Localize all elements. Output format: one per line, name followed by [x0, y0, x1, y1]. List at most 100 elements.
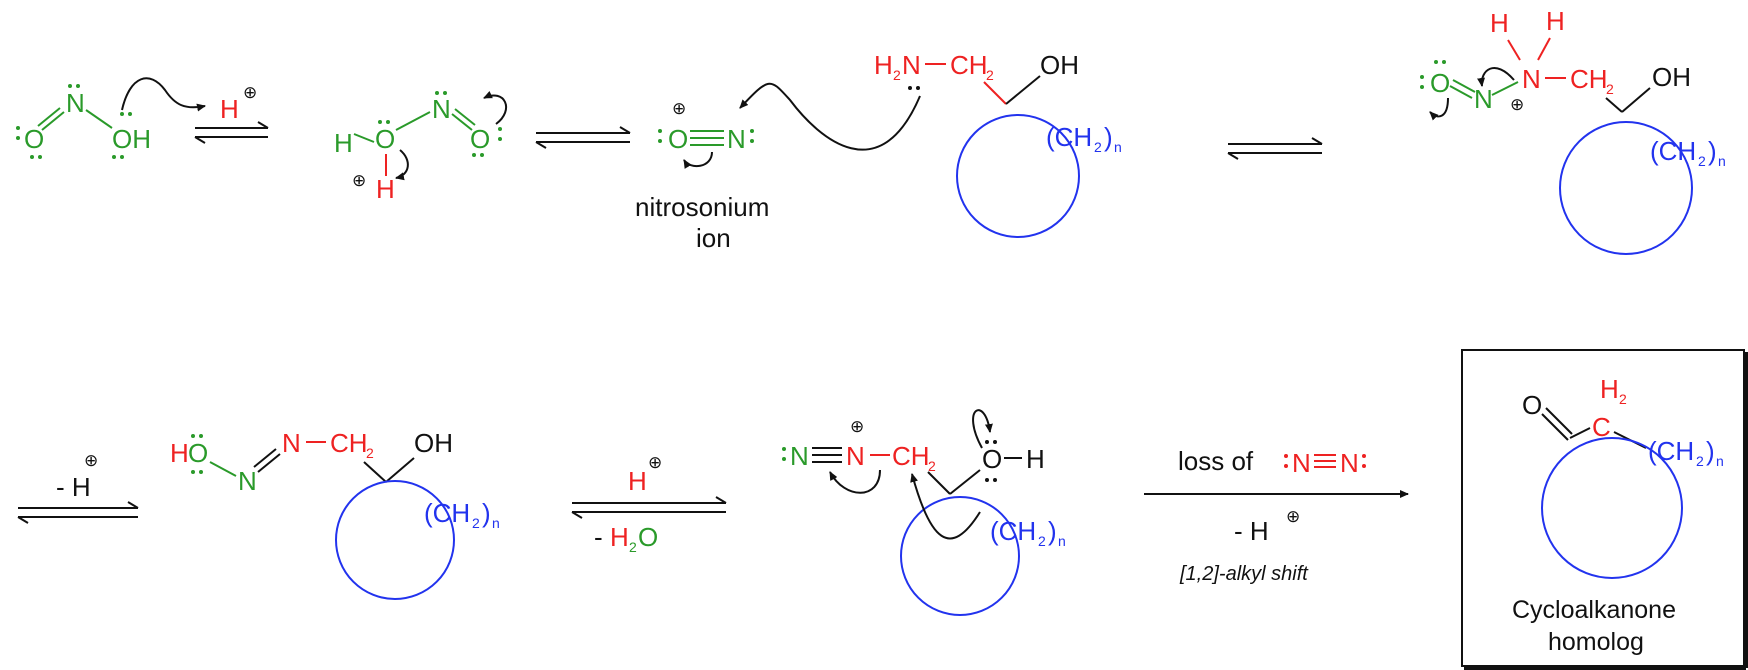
svg-text:2: 2	[629, 539, 637, 555]
svg-text:N: N	[1474, 84, 1493, 114]
svg-text:): )	[1708, 136, 1717, 166]
svg-text:2: 2	[1696, 453, 1704, 469]
svg-text:CH: CH	[1570, 64, 1608, 94]
svg-text:N: N	[238, 466, 257, 496]
svg-text:H: H	[1546, 6, 1565, 36]
diazohydroxide: H O N N CH 2 OH (CH 2 ) n	[170, 428, 500, 600]
svg-text:⊕: ⊕	[1510, 95, 1524, 114]
svg-text:⊕: ⊕	[352, 171, 366, 190]
svg-text:O: O	[1430, 68, 1450, 98]
final-step: loss of N N - H ⊕ [1,2]-alkyl shift	[1144, 446, 1409, 585]
nitrosammonium-intermediate: H H N ⊕ O N CH 2 OH (CH 2 ) n	[1420, 6, 1726, 255]
svg-text:O: O	[188, 438, 208, 468]
svg-text:H: H	[170, 438, 189, 468]
svg-text:⊕: ⊕	[850, 417, 864, 436]
svg-text:N: N	[282, 428, 301, 458]
svg-text:H: H	[628, 466, 647, 496]
svg-text:(CH: (CH	[990, 516, 1036, 546]
svg-text:N: N	[790, 441, 809, 471]
svg-text:OH: OH	[414, 428, 453, 458]
product-label-line1: Cycloalkanone	[1512, 596, 1676, 624]
svg-text:N: N	[1340, 448, 1359, 478]
diazonium-ion: N N ⊕ CH 2 O H (CH 2 ) n	[782, 409, 1066, 616]
amino-alcohol: H 2 N CH 2 OH (CH 2 ) n	[739, 50, 1122, 238]
svg-text:CH: CH	[950, 50, 988, 80]
proton: H	[220, 94, 239, 124]
svg-text:- H: - H	[56, 472, 91, 502]
svg-text:n: n	[492, 515, 500, 531]
svg-text:CH: CH	[330, 428, 368, 458]
svg-text:H: H	[1600, 374, 1619, 404]
svg-text:OH: OH	[112, 124, 151, 154]
svg-text:[1,2]-alkyl shift: [1,2]-alkyl shift	[1179, 563, 1309, 585]
svg-text:⊕: ⊕	[84, 451, 98, 470]
svg-text:C: C	[1592, 412, 1611, 442]
svg-text:⊕: ⊕	[672, 99, 686, 118]
svg-text:2: 2	[1038, 533, 1046, 549]
svg-text:OH: OH	[1040, 50, 1079, 80]
svg-text:n: n	[1716, 453, 1724, 469]
svg-text:O: O	[470, 124, 490, 154]
svg-text:N: N	[432, 94, 451, 124]
product-label-line2: homolog	[1548, 628, 1644, 656]
svg-text:- H: - H	[1234, 516, 1269, 546]
svg-text:2: 2	[1094, 139, 1102, 155]
equilibrium-arrow	[194, 121, 269, 144]
equilibrium-arrow	[535, 126, 631, 149]
nitrosonium-label: nitrosonium	[635, 192, 769, 222]
svg-text:O: O	[982, 444, 1002, 474]
svg-text:H: H	[376, 174, 395, 204]
nitrosonium-ion: O N ⊕ nitrosonium ion	[635, 99, 769, 253]
svg-text:(CH: (CH	[424, 498, 470, 528]
svg-text:CH: CH	[892, 441, 930, 471]
svg-text:loss of: loss of	[1178, 446, 1254, 476]
svg-text:O: O	[1522, 390, 1542, 420]
svg-text:H: H	[874, 50, 893, 80]
svg-text:H: H	[1490, 8, 1509, 38]
svg-text:n: n	[1058, 533, 1066, 549]
svg-text:(CH: (CH	[1648, 436, 1694, 466]
equilibrium-arrow	[1227, 137, 1323, 160]
svg-text:2: 2	[1619, 391, 1627, 407]
product-box: O C H 2 (CH 2 ) n Cycloalkanone homolog	[1461, 349, 1748, 670]
svg-text:O: O	[24, 124, 44, 154]
svg-text:N: N	[66, 88, 85, 118]
plus-charge: ⊕	[243, 83, 257, 102]
protonated-nitrous-acid: H O N O H ⊕	[334, 90, 507, 204]
dehydration-step: H ⊕ - H 2 O	[571, 453, 727, 555]
svg-text:n: n	[1718, 153, 1726, 169]
svg-text:2: 2	[1698, 153, 1706, 169]
svg-text:2: 2	[366, 445, 374, 461]
svg-text:2: 2	[893, 67, 901, 83]
nitrous-acid: O N OH	[16, 84, 151, 159]
svg-text:2: 2	[928, 458, 936, 474]
svg-text:): )	[1048, 516, 1057, 546]
deprotonation-step: ⊕ - H	[17, 451, 139, 524]
svg-text:O: O	[638, 522, 658, 552]
svg-text:): )	[482, 498, 491, 528]
svg-text:N: N	[846, 441, 865, 471]
svg-text:N: N	[902, 50, 921, 80]
svg-text:N: N	[1522, 64, 1541, 94]
ion-label: ion	[696, 223, 731, 253]
curved-arrow	[121, 77, 206, 112]
svg-text:H: H	[1026, 444, 1045, 474]
svg-text:2: 2	[986, 67, 994, 83]
svg-text:2: 2	[472, 515, 480, 531]
svg-text:O: O	[668, 124, 688, 154]
svg-text:-: -	[594, 522, 603, 552]
svg-text:N: N	[727, 124, 746, 154]
svg-text:⊕: ⊕	[1286, 507, 1300, 526]
svg-text:2: 2	[1606, 81, 1614, 97]
svg-text:N: N	[1292, 448, 1311, 478]
svg-text:): )	[1706, 436, 1715, 466]
svg-text:n: n	[1114, 139, 1122, 155]
svg-text:(CH: (CH	[1046, 122, 1092, 152]
svg-text:O: O	[375, 124, 395, 154]
svg-text:OH: OH	[1652, 62, 1691, 92]
svg-text:⊕: ⊕	[648, 453, 662, 472]
svg-text:(CH: (CH	[1650, 136, 1696, 166]
svg-text:H: H	[334, 128, 353, 158]
svg-text:): )	[1104, 122, 1113, 152]
